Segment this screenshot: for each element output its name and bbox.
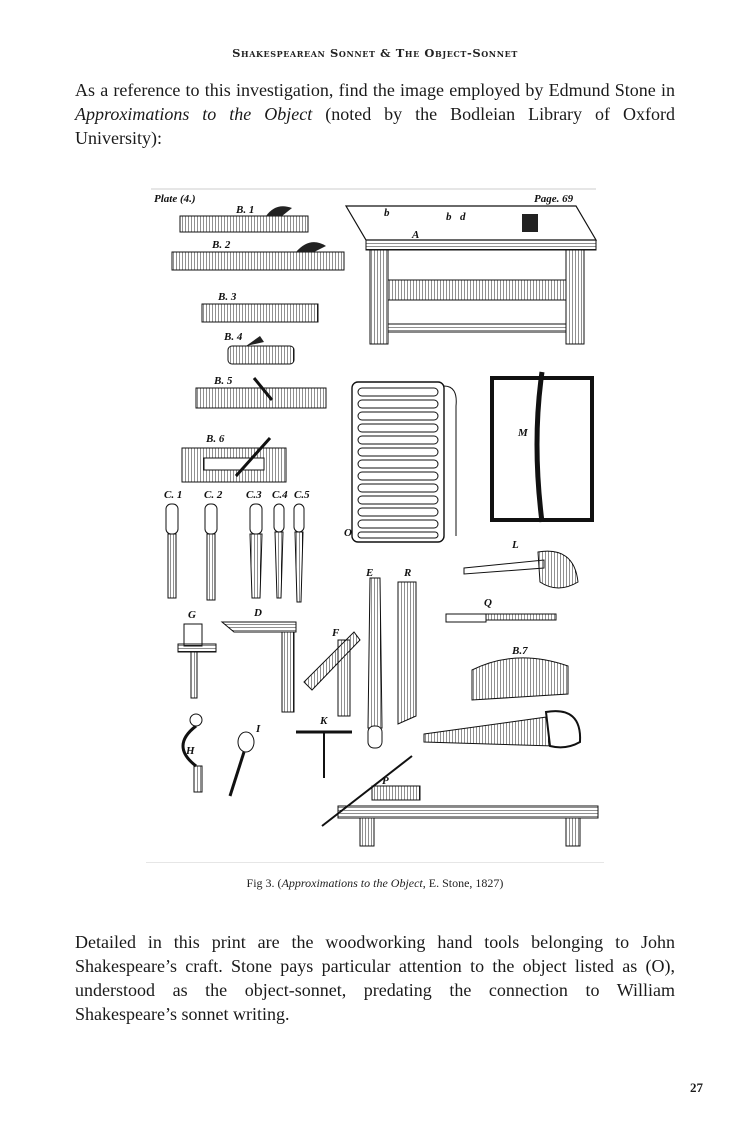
awl-i: I xyxy=(228,723,261,797)
workbench-a: A b b d xyxy=(344,205,598,345)
plane-b7: B.7 xyxy=(471,645,569,701)
plane-b1: B. 1 xyxy=(179,204,309,233)
marking-gauge-g: G xyxy=(177,609,217,699)
plane-b2: B. 2 xyxy=(171,239,345,271)
chisels: C. 1 C. 2 C.3 C.4 C.5 xyxy=(164,489,310,603)
engraving-figure: Plate (4.) Page. 69 B. 1 B. 2 B. 3 B. 4 … xyxy=(146,186,604,863)
auger-k: K xyxy=(296,715,352,778)
svg-text:E: E xyxy=(365,567,373,579)
svg-text:C.5: C.5 xyxy=(294,489,310,501)
bench-p: P xyxy=(321,755,599,847)
svg-text:B. 2: B. 2 xyxy=(211,239,231,251)
running-head: Shakespearean Sonnet & The Object-Sonnet xyxy=(232,46,518,60)
svg-text:B.7: B.7 xyxy=(511,645,528,657)
svg-text:D: D xyxy=(253,607,262,619)
tool-plate-illustration: Plate (4.) Page. 69 B. 1 B. 2 B. 3 B. 4 … xyxy=(151,188,599,847)
svg-text:C. 1: C. 1 xyxy=(164,489,182,501)
svg-text:Q: Q xyxy=(484,597,492,609)
svg-text:L: L xyxy=(511,539,519,551)
frame-saw-m: M xyxy=(490,371,594,523)
svg-text:K: K xyxy=(319,715,328,727)
svg-text:R: R xyxy=(403,567,411,579)
saw-e-and-r: E R xyxy=(365,567,417,749)
svg-text:H: H xyxy=(185,745,195,757)
file-q: Q xyxy=(445,597,557,623)
svg-text:G: G xyxy=(188,609,196,621)
object-sonnet-o: O xyxy=(344,381,457,543)
svg-text:B. 1: B. 1 xyxy=(235,204,254,216)
svg-text:b: b xyxy=(446,211,452,223)
svg-text:P: P xyxy=(382,775,389,787)
svg-text:d: d xyxy=(460,211,466,223)
svg-text:F: F xyxy=(331,627,340,639)
svg-text:C. 2: C. 2 xyxy=(204,489,223,501)
brace-h: H xyxy=(181,713,203,793)
page-label: Page. 69 xyxy=(534,193,574,205)
svg-text:B. 6: B. 6 xyxy=(205,433,225,445)
svg-text:C.3: C.3 xyxy=(246,489,262,501)
svg-text:b: b xyxy=(384,207,390,219)
svg-text:B. 3: B. 3 xyxy=(217,291,237,303)
svg-text:B. 4: B. 4 xyxy=(223,331,243,343)
svg-text:B. 5: B. 5 xyxy=(213,375,233,387)
svg-text:I: I xyxy=(255,723,261,735)
page-number: 27 xyxy=(690,1080,703,1095)
intro-paragraph: As a reference to this investigation, fi… xyxy=(75,80,675,148)
try-square-d: D xyxy=(220,607,297,713)
plane-b5: B. 5 xyxy=(195,375,327,409)
bevel-f: F xyxy=(303,627,361,717)
plate-label: Plate (4.) xyxy=(154,193,196,205)
figure-caption: Fig 3. (Approximations to the Object, E.… xyxy=(246,876,504,890)
axe-l: L xyxy=(463,539,579,589)
svg-text:M: M xyxy=(517,427,529,439)
svg-text:C.4: C.4 xyxy=(272,489,288,501)
handsaw xyxy=(423,710,582,749)
svg-text:A: A xyxy=(411,229,419,241)
plane-b3: B. 3 xyxy=(201,291,319,323)
plane-b4: B. 4 xyxy=(223,331,295,365)
svg-text:O: O xyxy=(344,527,352,539)
book-title: Approximations to the Object xyxy=(75,104,313,124)
plane-b6: B. 6 xyxy=(181,433,287,483)
body-paragraph: Detailed in this print are the woodworki… xyxy=(75,932,675,1024)
